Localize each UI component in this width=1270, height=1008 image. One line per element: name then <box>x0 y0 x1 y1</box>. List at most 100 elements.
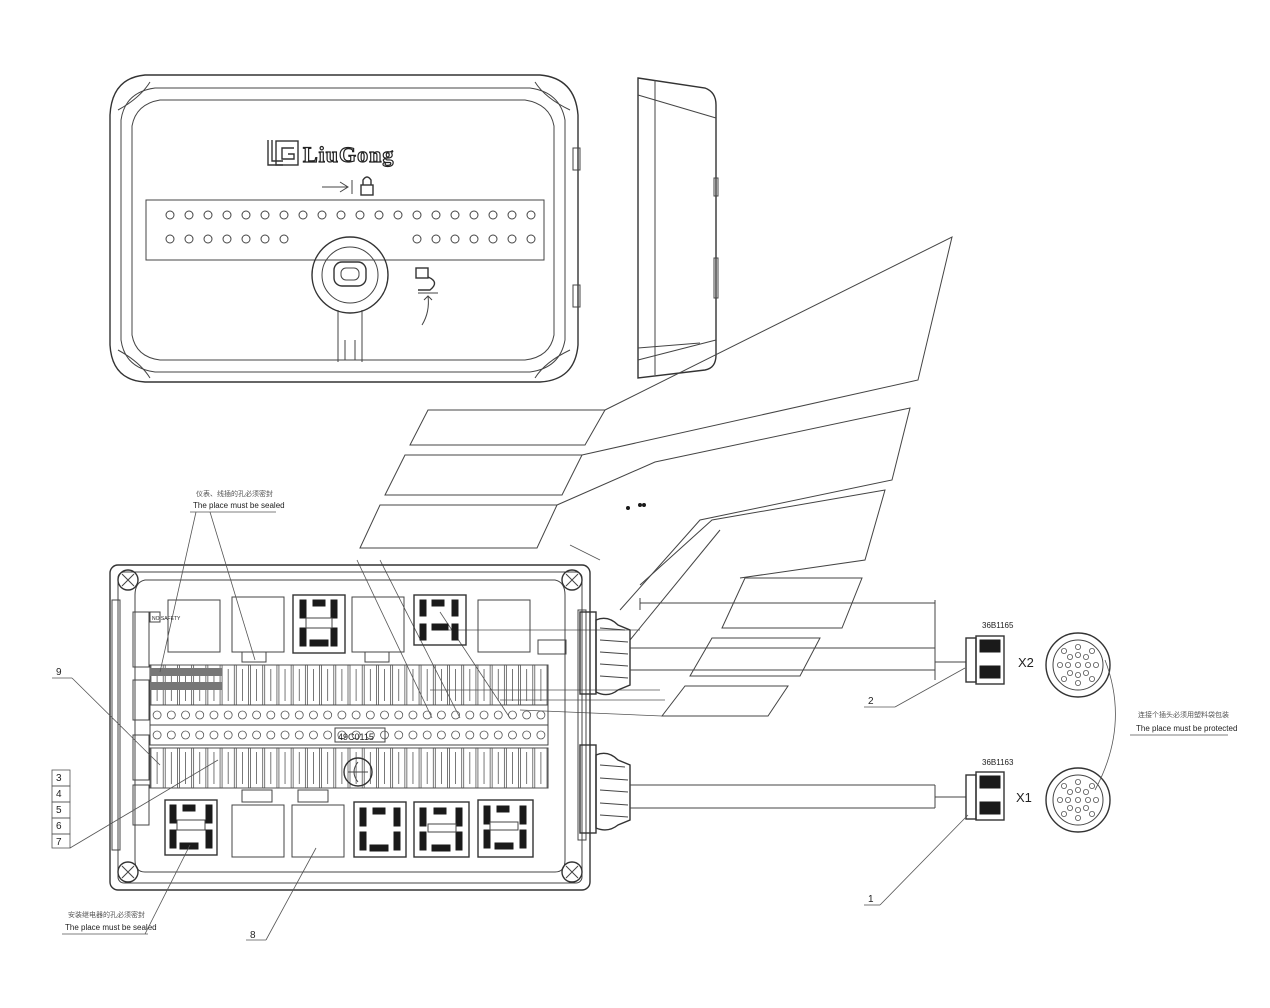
callout-2: 2 <box>864 667 966 708</box>
lid-fuse-dot <box>488 234 498 244</box>
connector-pin <box>1089 811 1096 818</box>
terminal-circle <box>365 710 375 720</box>
lid-fuse-dot <box>412 234 422 244</box>
connector-pin <box>1075 787 1082 794</box>
terminal-circle <box>223 710 233 720</box>
connector-pin <box>1075 662 1082 669</box>
lid-fuse-dot <box>355 210 365 220</box>
callout-3-label: 3 <box>56 773 62 784</box>
terminal-circle <box>337 730 347 740</box>
callout-1-label: 1 <box>868 894 874 905</box>
lid-fuse-dot <box>184 234 194 244</box>
terminal-circle <box>408 710 418 720</box>
connector-pin <box>1089 783 1096 790</box>
fuse-slot <box>264 747 278 789</box>
terminal-circle <box>337 710 347 720</box>
terminal-circle <box>223 730 233 740</box>
connector-pin <box>1067 654 1074 661</box>
connector-pin <box>1093 662 1100 669</box>
terminal-circle <box>508 730 517 740</box>
seal-bottom-note-cn: 安装继电器的孔必须密封 <box>68 910 145 919</box>
terminal-circle <box>152 710 162 720</box>
terminal-circle <box>323 730 333 740</box>
terminal-circle <box>266 730 276 740</box>
terminal-circle <box>294 710 304 720</box>
fuse-slot <box>193 747 207 789</box>
terminal-circle <box>479 710 489 720</box>
lid-fuse-dot <box>184 210 194 220</box>
fuse-slot <box>420 747 434 789</box>
lid-fuse-dot <box>507 234 517 244</box>
connector-pin <box>1083 805 1090 812</box>
connector-pin <box>1075 779 1082 786</box>
x1-label: X1 <box>1016 790 1032 805</box>
terminal-row-1 <box>152 710 546 720</box>
x2-part-number: 36B1165 <box>982 621 1014 630</box>
terminal-circle <box>394 710 404 720</box>
terminal-circle <box>365 730 375 740</box>
fuse-slot <box>505 747 519 789</box>
corner-screw-icon <box>117 569 583 883</box>
lid-fuse-dot <box>298 210 308 220</box>
terminal-circle <box>436 730 446 740</box>
fuse-slot <box>534 747 548 789</box>
fuse-slot <box>207 747 221 789</box>
terminal-circle <box>436 710 446 720</box>
terminal-circle <box>280 730 290 740</box>
lid-fuse-dot <box>507 210 517 220</box>
terminal-circle <box>252 710 262 720</box>
terminal-circle <box>309 730 318 740</box>
lid-fuse-dot <box>469 210 479 220</box>
terminal-row-2 <box>152 730 546 740</box>
terminal-circle <box>522 730 532 740</box>
cable-x1 <box>579 744 1005 834</box>
callout-9: 9 <box>52 667 161 766</box>
lid-fuse-dot <box>469 234 479 244</box>
terminal-circle <box>422 730 432 740</box>
fuse-slot <box>434 747 448 789</box>
terminal-circle <box>209 730 219 740</box>
connector-pin <box>1061 811 1068 818</box>
terminal-circle <box>323 710 333 720</box>
board-label: 49C0115 <box>338 732 374 742</box>
fuse-slot <box>321 747 335 789</box>
fuse-slot <box>278 747 292 789</box>
relay-top-1 <box>292 594 346 654</box>
relay-bottom-4 <box>477 799 534 858</box>
lid-fuse-dot <box>241 234 251 244</box>
connector-pin <box>1061 648 1068 655</box>
terminal-circle <box>237 710 247 720</box>
callout-4-label: 4 <box>56 789 62 800</box>
connector-pin <box>1067 805 1074 812</box>
connector-pin <box>1075 797 1082 804</box>
fuse-slot <box>449 747 463 789</box>
fuse-slot <box>235 747 249 789</box>
terminal-circle <box>408 730 418 740</box>
x1-part-number: 36B1163 <box>982 758 1014 767</box>
connector-pin <box>1065 797 1072 804</box>
lid-fuse-dot <box>241 210 251 220</box>
connector-pin <box>1083 670 1090 677</box>
connector-pin <box>1085 797 1092 804</box>
fuse-slot <box>292 747 306 789</box>
fuse-slot <box>306 747 320 789</box>
connector-pin <box>1089 676 1096 683</box>
connector-pin <box>1075 672 1082 679</box>
lid-side-view <box>637 77 719 379</box>
lid-fuse-dot <box>279 234 289 244</box>
terminal-circle <box>394 730 404 740</box>
callout-1: 1 <box>864 814 969 906</box>
callout-8: 8 <box>246 847 317 941</box>
fuse-slot <box>406 747 420 789</box>
lid-fuse-dot <box>393 210 403 220</box>
lid-fuse-dot <box>431 234 441 244</box>
fuse-slot <box>491 747 505 789</box>
lid-fuse-dot <box>203 210 213 220</box>
terminal-circle <box>422 710 432 720</box>
connector-pin <box>1083 789 1090 796</box>
lid-fuse-dot <box>526 210 536 220</box>
lid-fuse-dot <box>431 210 441 220</box>
connector-pin <box>1075 815 1082 822</box>
lock-icon <box>322 176 374 196</box>
